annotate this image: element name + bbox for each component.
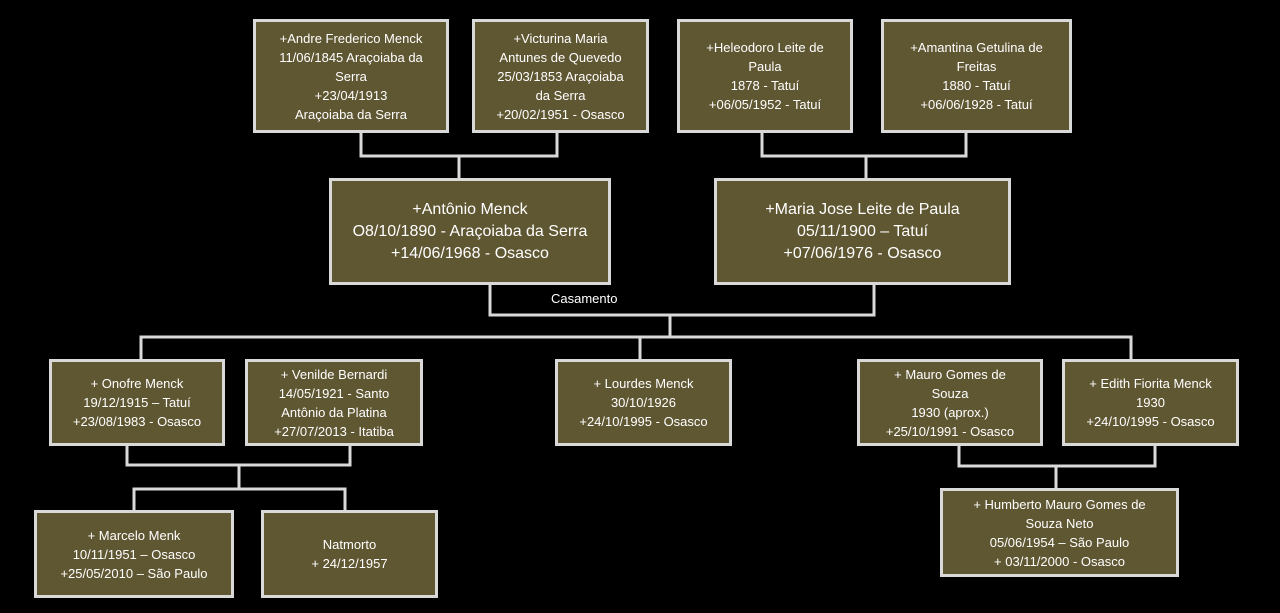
person-line: + 03/11/2000 - Osasco (994, 553, 1125, 569)
person-heleodoro-leite-de-paula: +Heleodoro Leite de Paula 1878 - Tatuí +… (677, 19, 853, 133)
person-line: + Venilde Bernardi (280, 366, 388, 382)
person-line: +06/06/1928 - Tatuí (920, 97, 1033, 112)
person-line: 05/11/1900 – Tatuí (796, 222, 929, 240)
person-line: +07/06/1976 - Osasco (783, 244, 942, 262)
person-victurina-maria: +Victurina Maria Antunes de Quevedo 25/0… (472, 19, 649, 133)
person-line: +27/07/2013 - Itatiba (274, 423, 394, 439)
person-line: + 24/12/1957 (311, 556, 388, 571)
person-line: + Lourdes Menck (593, 376, 694, 391)
person-line: +25/10/1991 - Osasco (885, 423, 1015, 439)
person-line: +24/10/1995 - Osasco (1086, 414, 1215, 429)
person-line: +Maria Jose Leite de Paula (765, 200, 960, 218)
person-line: 25/03/1853 Araçoiaba (497, 68, 624, 84)
person-line: Antunes de Quevedo (499, 49, 622, 65)
person-humberto-mauro-gomes-de-souza-neto: + Humberto Mauro Gomes de Souza Neto 05/… (940, 488, 1179, 577)
person-natmorto: Natmorto + 24/12/1957 (261, 510, 438, 598)
person-mauro-gomes-de-souza: + Mauro Gomes de Souza 1930 (aprox.) +25… (857, 359, 1043, 446)
person-line: +23/04/1913 (314, 87, 388, 103)
person-line: 11/06/1845 Araçoiaba da (279, 49, 423, 65)
person-line: + Edith Fiorita Menck (1089, 376, 1212, 391)
person-line: Antônio da Platina (281, 404, 387, 420)
person-line: +Victurina Maria (513, 30, 608, 46)
person-line: Souza Neto (1025, 515, 1094, 531)
person-edith-fiorita-menck: + Edith Fiorita Menck 1930 +24/10/1995 -… (1062, 359, 1239, 446)
person-line: +23/08/1983 - Osasco (72, 414, 202, 429)
person-marcelo-menk: + Marcelo Menk 10/11/1951 – Osasco +25/0… (34, 510, 234, 598)
person-amantina-getulina-de-freitas: +Amantina Getulina de Freitas 1880 - Tat… (881, 19, 1072, 133)
person-andre-frederico-menck: +Andre Frederico Menck 11/06/1845 Araçoi… (253, 19, 449, 133)
person-line: 05/06/1954 – São Paulo (989, 534, 1130, 550)
person-line: Souza (931, 385, 969, 401)
person-line: 1930 (aprox.) (911, 404, 989, 420)
person-line: 19/12/1915 – Tatuí (83, 395, 191, 410)
person-line: +24/10/1995 - Osasco (579, 414, 708, 429)
person-onofre-menck: + Onofre Menck 19/12/1915 – Tatuí +23/08… (49, 359, 225, 446)
person-line: da Serra (535, 87, 586, 103)
person-line: Serra (335, 68, 367, 84)
person-lourdes-menck: + Lourdes Menck 30/10/1926 +24/10/1995 -… (555, 359, 732, 446)
person-maria-jose-leite-de-paula: +Maria Jose Leite de Paula 05/11/1900 – … (714, 178, 1011, 285)
person-line: 1880 - Tatuí (942, 78, 1011, 93)
person-antonio-menck: +Antônio Menck O8/10/1890 - Araçoiaba da… (329, 178, 611, 285)
person-line: + Onofre Menck (90, 376, 184, 391)
person-line: + Humberto Mauro Gomes de (973, 496, 1146, 512)
person-line: 1878 - Tatuí (730, 78, 800, 93)
person-line: 30/10/1926 (610, 395, 677, 410)
marriage-label: Casamento (551, 291, 618, 306)
person-line: +06/05/1952 - Tatuí (708, 97, 822, 112)
person-line: 1930 (1136, 395, 1165, 410)
person-line: Natmorto (322, 537, 377, 552)
person-line: Freitas (956, 59, 997, 74)
person-line: 14/05/1921 - Santo (278, 385, 390, 401)
person-venilde-bernardi: + Venilde Bernardi 14/05/1921 - Santo An… (245, 359, 423, 446)
person-line: + Mauro Gomes de (894, 366, 1006, 382)
person-line: + Marcelo Menk (87, 527, 181, 543)
person-line: +25/05/2010 – São Paulo (60, 565, 208, 581)
person-line: Araçoiaba da Serra (294, 106, 407, 122)
person-line: 10/11/1951 – Osasco (72, 546, 196, 562)
person-line: +14/06/1968 - Osasco (391, 244, 549, 262)
person-line: +Amantina Getulina de (910, 40, 1043, 55)
person-line: +Antônio Menck (412, 200, 528, 218)
person-line: +20/02/1951 - Osasco (496, 106, 625, 122)
person-line: Paula (748, 59, 782, 74)
person-line: +Andre Frederico Menck (279, 30, 423, 46)
person-line: O8/10/1890 - Araçoiaba da Serra (352, 222, 588, 240)
person-line: +Heleodoro Leite de (706, 40, 824, 55)
